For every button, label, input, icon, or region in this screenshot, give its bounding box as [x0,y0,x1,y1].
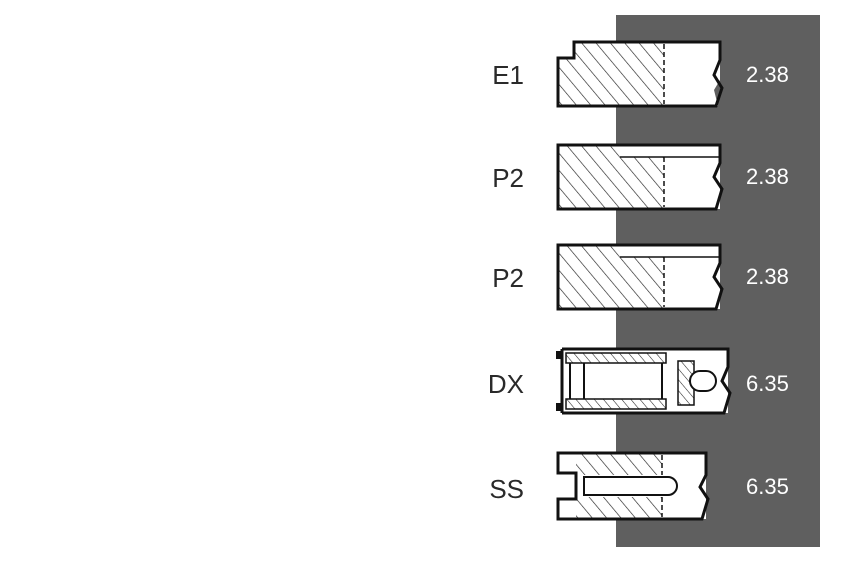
ring-label-ss: SS [489,474,524,504]
ring-label-p2-1: P2 [492,163,524,193]
ring-label-p2-2: P2 [492,263,524,293]
ring-value-e1: 2.38 [746,62,789,87]
ring-label-e1: E1 [492,60,524,90]
ring-value-dx: 6.35 [746,371,789,396]
oil-ring-expander-icon [556,347,732,415]
slotted-oil-ring-icon [556,451,710,521]
taper-hatched-icon [556,143,724,211]
ring-value-p2-1: 2.38 [746,164,789,189]
ring-value-ss: 6.35 [746,474,789,499]
ring-value-p2-2: 2.38 [746,264,789,289]
ring-label-dx: DX [487,369,524,399]
stepped-hatched-icon [556,40,724,108]
taper-hatched-icon [556,243,724,311]
